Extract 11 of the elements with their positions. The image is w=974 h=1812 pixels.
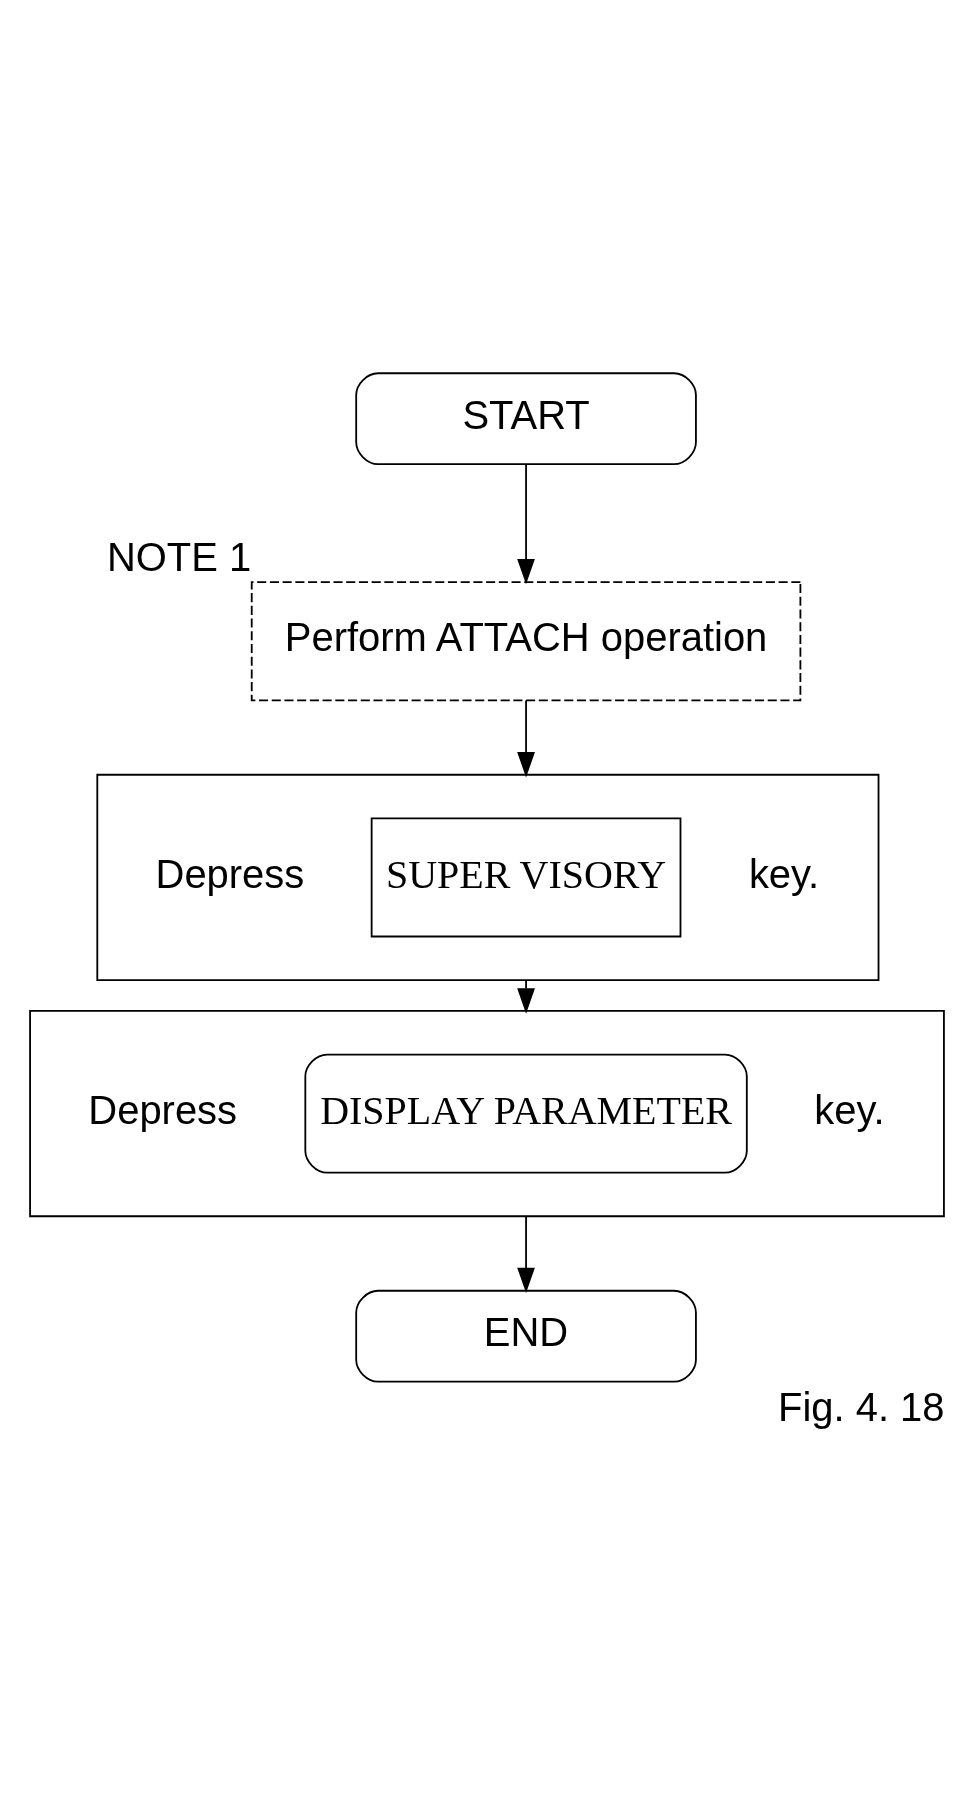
arrow: [517, 1214, 535, 1293]
arrow: [517, 978, 535, 1014]
node-box: Perform ATTACH operation: [250, 580, 802, 701]
node-box: DISPLAY PARAMETER: [304, 1053, 748, 1174]
arrow: [517, 699, 535, 778]
caption: Fig. 4. 18: [777, 1384, 945, 1429]
node-box: START: [355, 371, 697, 465]
node-box: SUPER VISORY: [370, 816, 682, 937]
node-box: END: [355, 1289, 697, 1382]
node-label: NOTE 1: [106, 534, 252, 579]
arrow: [517, 462, 535, 584]
